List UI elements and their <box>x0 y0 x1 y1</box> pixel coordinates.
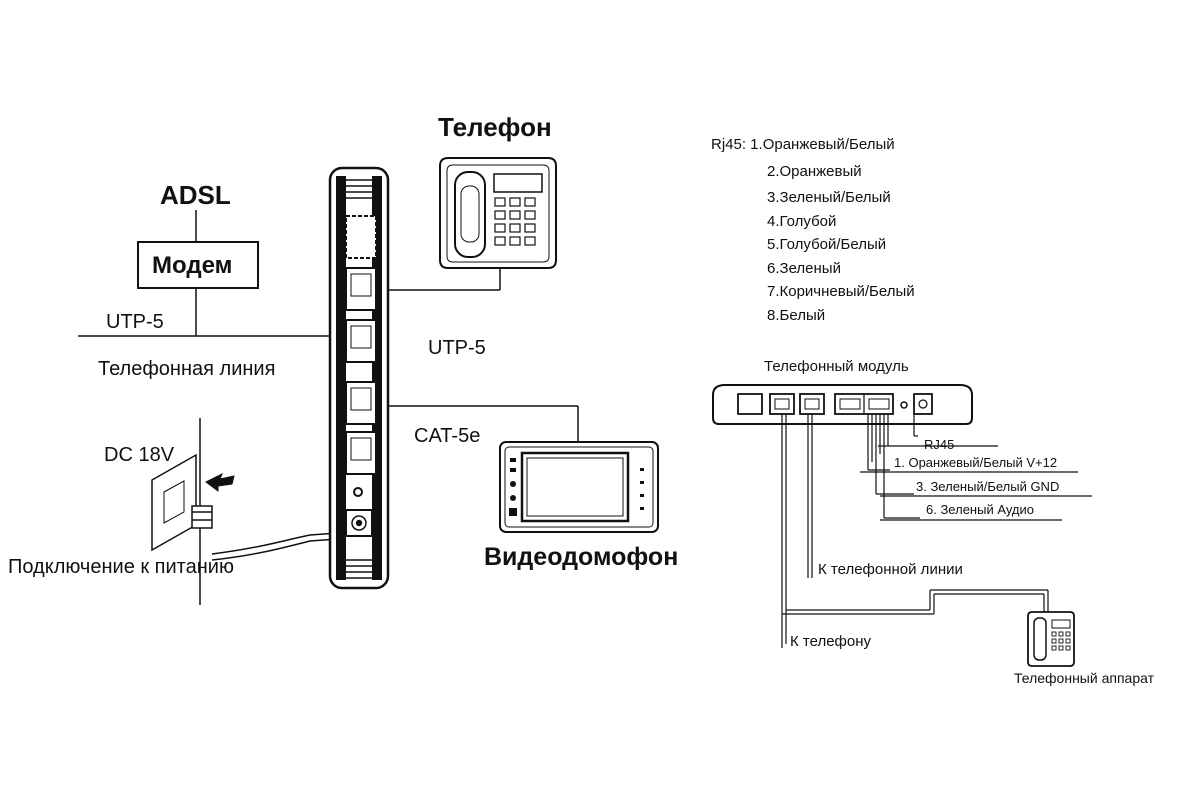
phone-set-label: Телефонный аппарат <box>1014 670 1154 686</box>
rj45-label: RJ45 <box>924 437 955 452</box>
dc-label: DC 18V <box>104 444 175 466</box>
rj45-item: 8.Белый <box>767 307 826 324</box>
modem-box <box>137 241 259 289</box>
rj45-item: 4.Голубой <box>767 213 837 230</box>
pin-label: 1. Оранжевый/Белый V+12 <box>894 455 1058 470</box>
rj45-item: 3.Зеленый/Белый <box>767 189 891 206</box>
rj45-item: 7.Коричневый/Белый <box>767 283 915 300</box>
rj45-item: 2.Оранжевый <box>767 163 862 180</box>
module-title: Телефонный модуль <box>764 358 909 375</box>
phone-title: Телефон <box>438 112 552 142</box>
intercom-icon <box>499 441 659 533</box>
cat-label: CAT-5e <box>414 425 481 447</box>
phone-module <box>712 384 973 425</box>
intercom-title: Видеодомофон <box>484 543 679 571</box>
arrow-icon <box>205 472 235 492</box>
utp-left-label: UTP-5 <box>106 311 164 333</box>
to-phone-label: К телефону <box>790 633 872 650</box>
rj45-item: 5.Голубой/Белый <box>767 236 887 253</box>
utp-mid-label: UTP-5 <box>428 337 486 359</box>
module-wiring <box>781 414 1092 648</box>
pin-label: 3. Зеленый/Белый GND <box>916 479 1060 494</box>
modem-label: Модем <box>152 252 233 279</box>
to-line-label: К телефонной линии <box>818 561 963 578</box>
hub-device <box>328 166 390 590</box>
power-label: Подключение к питанию <box>8 556 234 578</box>
telephone-set-icon <box>1027 611 1075 667</box>
rj45-item: Rj45: 1.Оранжевый/Белый <box>711 136 895 153</box>
phone-icon <box>439 157 557 269</box>
rj45-item: 6.Зеленый <box>767 260 841 277</box>
pin-label: 6. Зеленый Аудио <box>926 502 1034 517</box>
phone-line-label: Телефонная линия <box>98 358 276 380</box>
adsl-label: ADSL <box>160 180 231 210</box>
power-socket <box>151 453 213 552</box>
